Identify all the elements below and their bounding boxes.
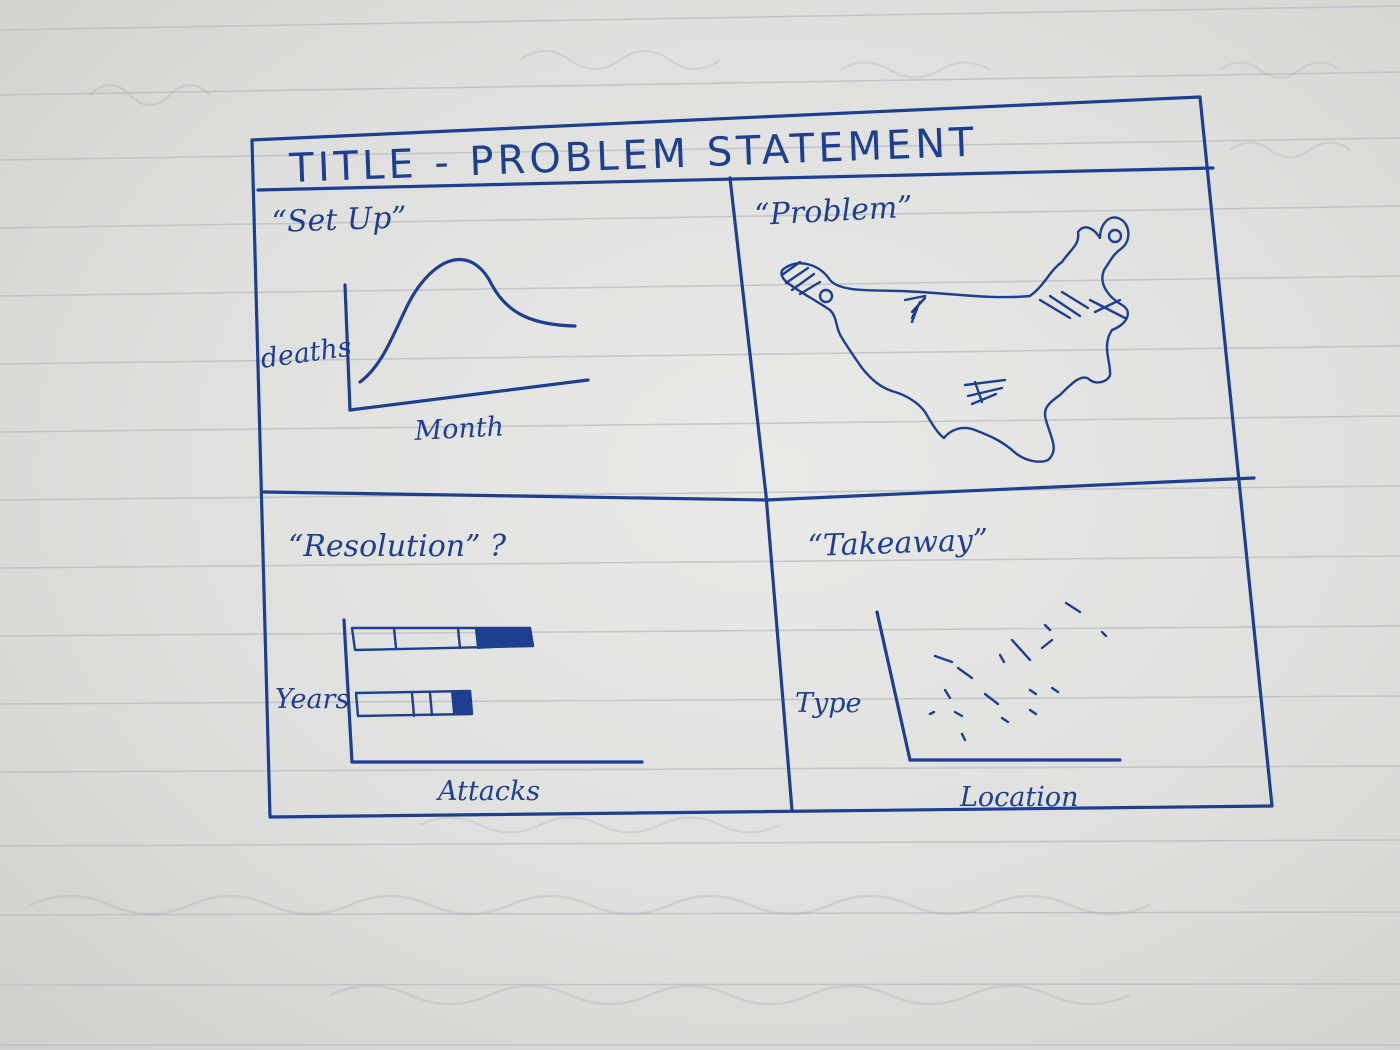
- setup-x-axis: [348, 378, 590, 412]
- resolution-bar-top: [350, 626, 535, 652]
- setup-y-axis: [343, 283, 352, 412]
- vertical-divider: [728, 176, 794, 812]
- map-marker-northeast: [1107, 228, 1123, 244]
- bleed-through-scribbles: [29, 50, 1351, 1006]
- resolution-x-label: Attacks: [435, 776, 540, 807]
- resolution-y-axis: [342, 618, 354, 764]
- takeaway-heading: “Takeaway”: [807, 523, 989, 564]
- panel-resolution: “Resolution” ? Years Attacks: [275, 529, 644, 807]
- map-scribble-northwest: [780, 260, 822, 296]
- map-scribble-east: [1038, 290, 1127, 320]
- us-map-outline: [780, 216, 1130, 463]
- setup-y-label: deaths: [259, 332, 354, 375]
- problem-heading: “Problem”: [754, 190, 914, 233]
- map-scribble-south: [963, 378, 1007, 406]
- panel-setup: “Set Up” deaths Month: [259, 200, 590, 447]
- takeaway-x-label: Location: [959, 782, 1079, 813]
- panel-problem: “Problem”: [754, 190, 1130, 463]
- takeaway-scatter-points: [928, 601, 1108, 742]
- setup-heading: “Set Up”: [271, 200, 407, 240]
- setup-curve-line: [358, 258, 577, 384]
- resolution-bar-bottom: [354, 689, 474, 718]
- setup-x-label: Month: [413, 411, 505, 447]
- takeaway-y-label: Type: [795, 688, 862, 719]
- title-divider: [256, 166, 1215, 192]
- panel-takeaway: “Takeaway”: [795, 523, 1122, 813]
- takeaway-y-axis: [875, 610, 912, 762]
- resolution-heading: “Resolution” ?: [288, 529, 507, 564]
- map-marker-west: [818, 288, 834, 304]
- storyboard-frame: [250, 95, 1274, 819]
- horizontal-divider: [262, 476, 1256, 502]
- resolution-y-label: Years: [275, 684, 349, 715]
- map-scribble-midwest: [903, 294, 927, 324]
